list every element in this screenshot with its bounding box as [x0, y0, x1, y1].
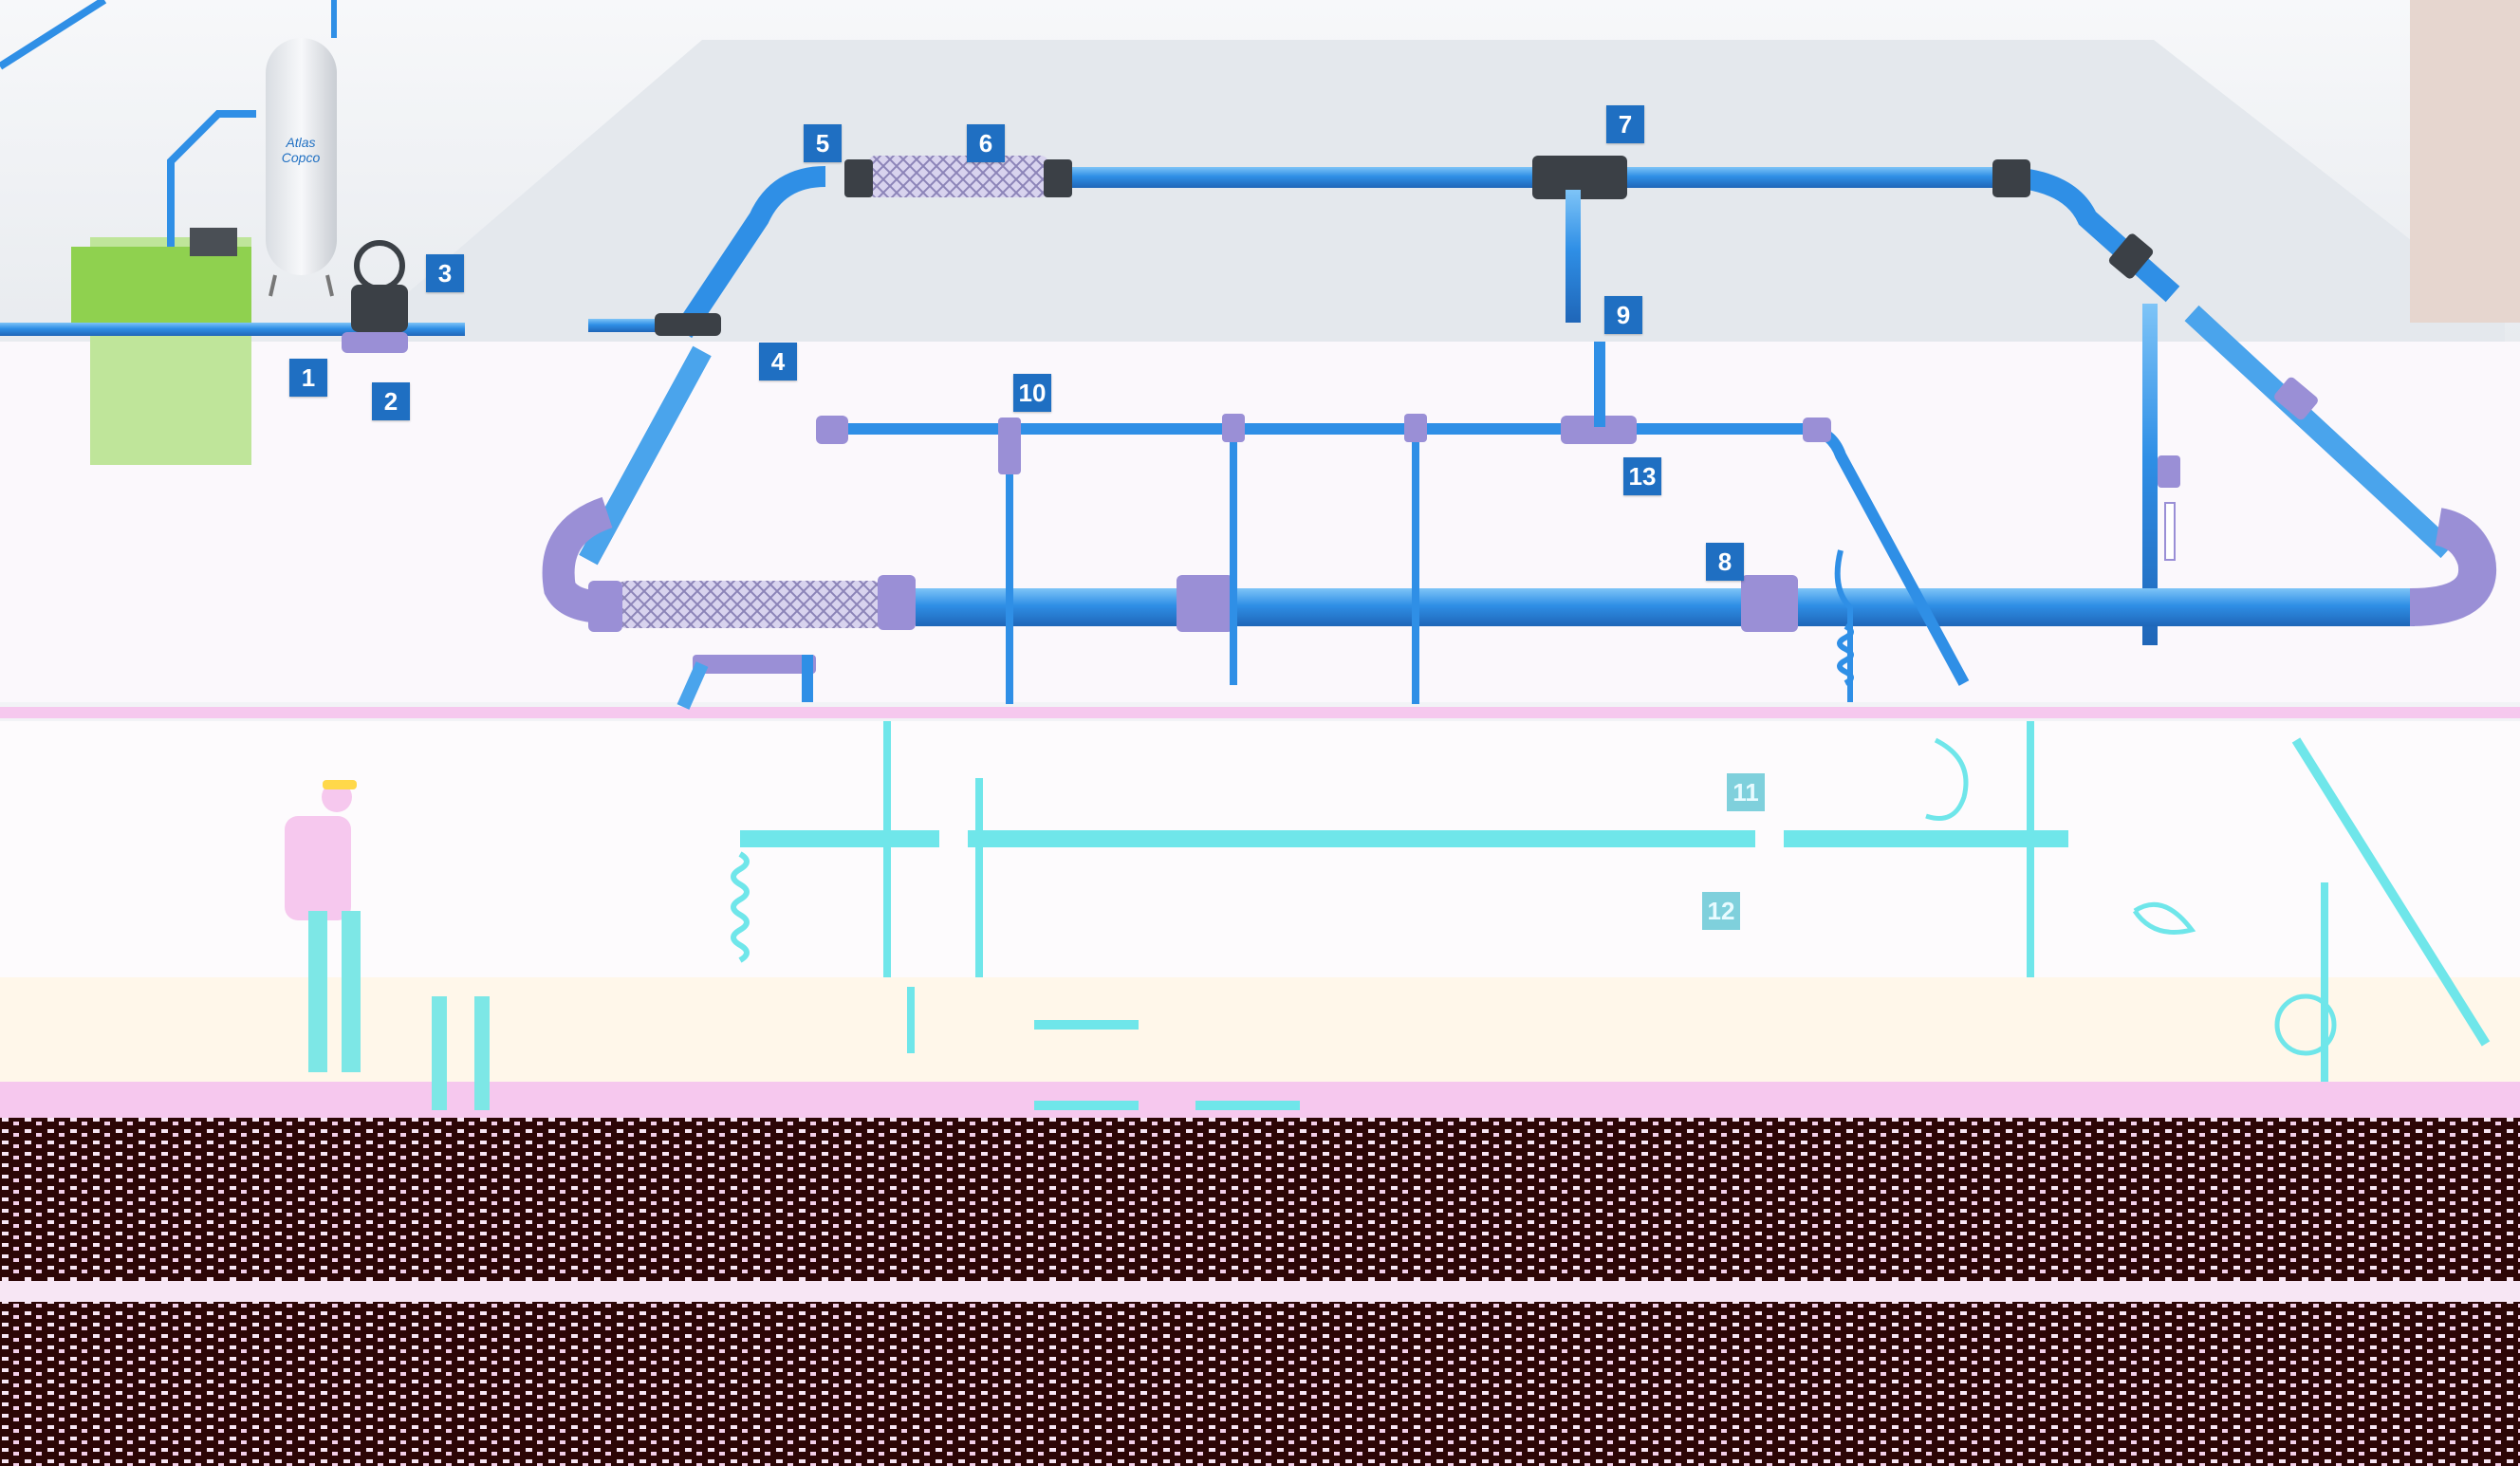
pink-band-top — [0, 707, 2520, 718]
callout-5: 5 — [804, 124, 842, 162]
pink-band-bottom — [0, 1082, 2520, 1118]
callout-1: 1 — [289, 359, 327, 397]
callout-3: 3 — [426, 254, 464, 292]
callout-6: 6 — [967, 124, 1005, 162]
callout-9: 9 — [1604, 296, 1642, 334]
callout-8: 8 — [1706, 543, 1744, 581]
sub-loop-rear — [840, 423, 1807, 435]
tank-logo: Atlas Copco — [268, 135, 334, 165]
callout-7: 7 — [1606, 105, 1644, 143]
main-loop-front — [916, 588, 2415, 626]
corrupted-band-stripe — [0, 1281, 2520, 1302]
callout-10: 10 — [1013, 374, 1051, 412]
lower-floor-area — [0, 721, 2520, 977]
room-recess — [351, 40, 2505, 342]
callout-11: 11 — [1727, 773, 1765, 811]
callout-12: 12 — [1702, 892, 1740, 930]
callout-2: 2 — [372, 382, 410, 420]
callout-13: 13 — [1623, 457, 1661, 495]
light-band — [0, 977, 2520, 1082]
right-wall-shade — [2410, 0, 2520, 323]
callout-4: 4 — [759, 343, 797, 380]
flexible-hose-icon — [868, 156, 1048, 197]
